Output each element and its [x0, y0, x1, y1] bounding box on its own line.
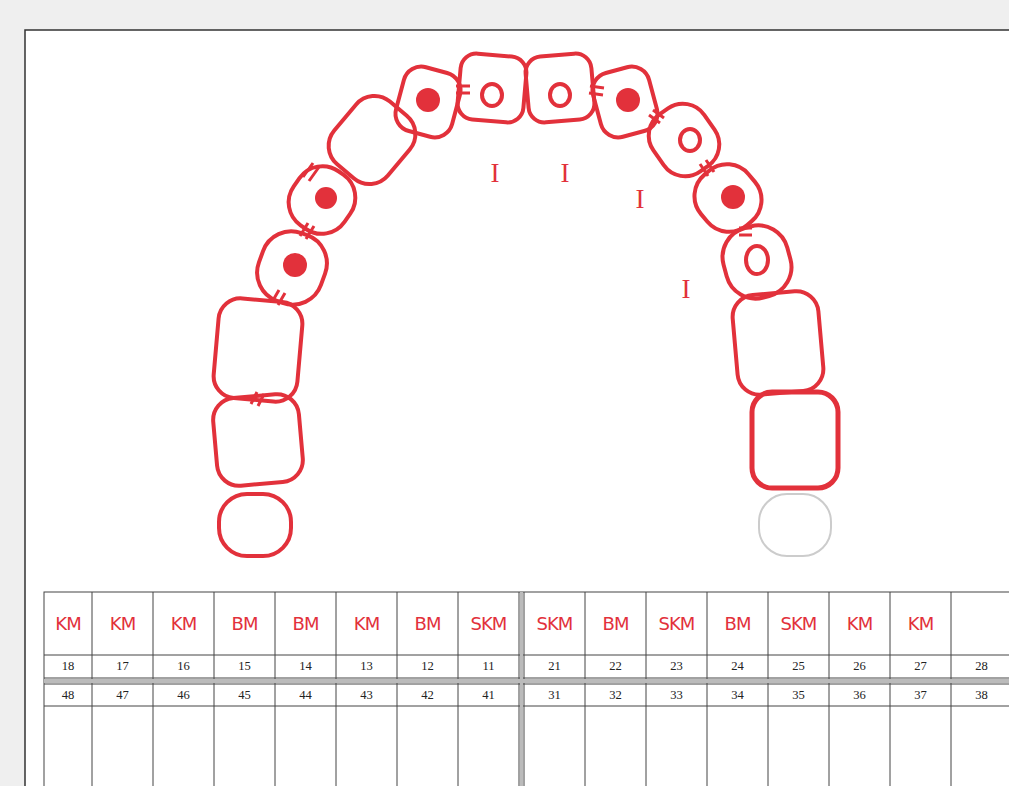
tooth-number: 36	[829, 684, 890, 706]
tooth-outline	[249, 223, 336, 313]
tooth-number: 26	[829, 655, 890, 678]
table-cell: KM	[153, 592, 214, 655]
filled-dot	[315, 187, 337, 209]
tooth-mark: I	[553, 155, 577, 191]
tooth-number: 23	[646, 655, 707, 678]
equals-mark	[456, 86, 470, 93]
tooth-outline	[456, 52, 528, 124]
tooth-number: 28	[951, 655, 1009, 678]
tooth-outline	[278, 155, 367, 245]
filled-dot	[283, 253, 307, 277]
tooth-mark: I	[628, 181, 652, 217]
tooth-outline	[211, 392, 304, 487]
tooth-outline-missing	[759, 494, 831, 556]
table-cell: SKM	[768, 592, 829, 655]
tooth-number: 44	[275, 684, 336, 706]
tooth-number: 43	[336, 684, 397, 706]
tooth-number: 35	[768, 684, 829, 706]
filled-dots	[283, 88, 745, 277]
slash-mark	[272, 290, 285, 305]
tooth-number: 34	[707, 684, 768, 706]
tooth-number: 48	[44, 684, 92, 706]
table-cell: KM	[829, 592, 890, 655]
slash-mark	[303, 163, 319, 181]
tooth-table	[44, 592, 1009, 786]
tooth-number: 16	[153, 655, 214, 678]
tooth-arch	[211, 52, 838, 556]
tooth-outline	[683, 153, 773, 243]
table-cell: KM	[92, 592, 153, 655]
open-circles	[482, 84, 768, 274]
tooth-number: 22	[585, 655, 646, 678]
open-circle	[482, 84, 502, 106]
tooth-number: 25	[768, 655, 829, 678]
tooth-number: 38	[951, 684, 1009, 706]
tooth-number: 41	[458, 684, 519, 706]
table-cell: BM	[214, 592, 275, 655]
tooth-outline	[752, 392, 838, 488]
open-circle	[550, 84, 570, 106]
table-divider	[520, 592, 523, 786]
tooth-number: 12	[397, 655, 458, 678]
table-cell: BM	[707, 592, 768, 655]
filled-dot	[721, 185, 745, 209]
table-cell: BM	[397, 592, 458, 655]
tooth-number: 24	[707, 655, 768, 678]
table-cell: BM	[585, 592, 646, 655]
chart-sheet	[25, 30, 1009, 786]
tooth-number: 11	[458, 655, 519, 678]
tooth-outline	[731, 289, 825, 396]
tooth-number: 18	[44, 655, 92, 678]
tooth-mark: I	[674, 271, 698, 307]
table-cell: SKM	[524, 592, 585, 655]
tooth-number: 31	[524, 684, 585, 706]
tooth-number: 14	[275, 655, 336, 678]
equals-mark	[649, 110, 664, 123]
table-cell: SKM	[458, 592, 519, 655]
tooth-outline	[212, 297, 304, 404]
tooth-outline	[219, 494, 291, 556]
equals-mark	[589, 86, 604, 95]
tooth-mark: I	[483, 155, 507, 191]
table-rows	[44, 655, 1009, 706]
open-circle	[746, 246, 768, 274]
tooth-number: 17	[92, 655, 153, 678]
tooth-number: 21	[524, 655, 585, 678]
tooth-outline	[391, 63, 464, 142]
tooth-outline	[639, 94, 730, 187]
tooth-number: 46	[153, 684, 214, 706]
table-cell: BM	[275, 592, 336, 655]
filled-dot	[616, 88, 640, 112]
equals-mark	[700, 160, 714, 176]
contact-marks	[251, 86, 752, 406]
table-cell: KM	[336, 592, 397, 655]
table-cell: SKM	[646, 592, 707, 655]
tooth-number: 15	[214, 655, 275, 678]
tooth-number: 37	[890, 684, 951, 706]
filled-dot	[416, 88, 440, 112]
open-circle	[680, 129, 700, 151]
slash-mark	[251, 392, 264, 406]
table-cell: KM	[44, 592, 92, 655]
tooth-number: 32	[585, 684, 646, 706]
tooth-number: 33	[646, 684, 707, 706]
tooth-outline	[319, 86, 425, 194]
tooth-number: 13	[336, 655, 397, 678]
table-frame	[44, 592, 1009, 786]
table-divider	[44, 679, 1009, 683]
table-cell: KM	[890, 592, 951, 655]
tooth-number: 45	[214, 684, 275, 706]
tooth-number: 27	[890, 655, 951, 678]
equals-mark	[739, 228, 752, 235]
tooth-number: 47	[92, 684, 153, 706]
tooth-outline	[524, 52, 596, 124]
slash-mark	[300, 223, 314, 239]
tooth-number: 42	[397, 684, 458, 706]
